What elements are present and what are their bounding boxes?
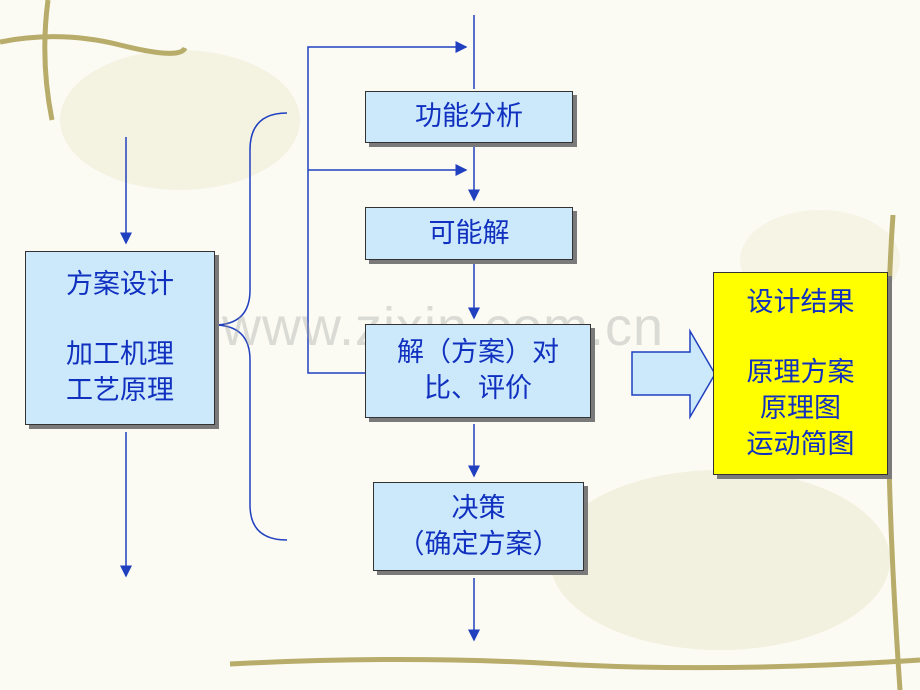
result-line: 原理方案 [746,356,855,388]
decision-line: （确定方案） [397,528,560,560]
step-possible-solutions: 可能解 [365,207,573,260]
result-line: 运动简图 [746,428,855,460]
compare-box: 解（方案）对 比、评价 [365,324,591,418]
left-box-line: 工艺原理 [66,375,174,406]
compare-line: 解（方案）对 [397,337,559,368]
result-box: 设计结果 原理方案 原理图 运动简图 [713,272,888,475]
left-box-line: 加工机理 [66,339,174,370]
decision-box: 决策 （确定方案） [373,482,584,571]
step-function-analysis: 功能分析 [365,91,573,143]
result-title: 设计结果 [746,286,855,318]
left-box-title: 方案设计 [66,269,174,300]
decision-line: 决策 [451,492,506,524]
big-arrow-icon [631,328,716,420]
left-box: 方案设计 加工机理 工艺原理 [25,251,215,425]
feedback-loop [307,41,468,374]
compare-line: 比、评价 [424,373,532,404]
result-line: 原理图 [760,392,841,424]
